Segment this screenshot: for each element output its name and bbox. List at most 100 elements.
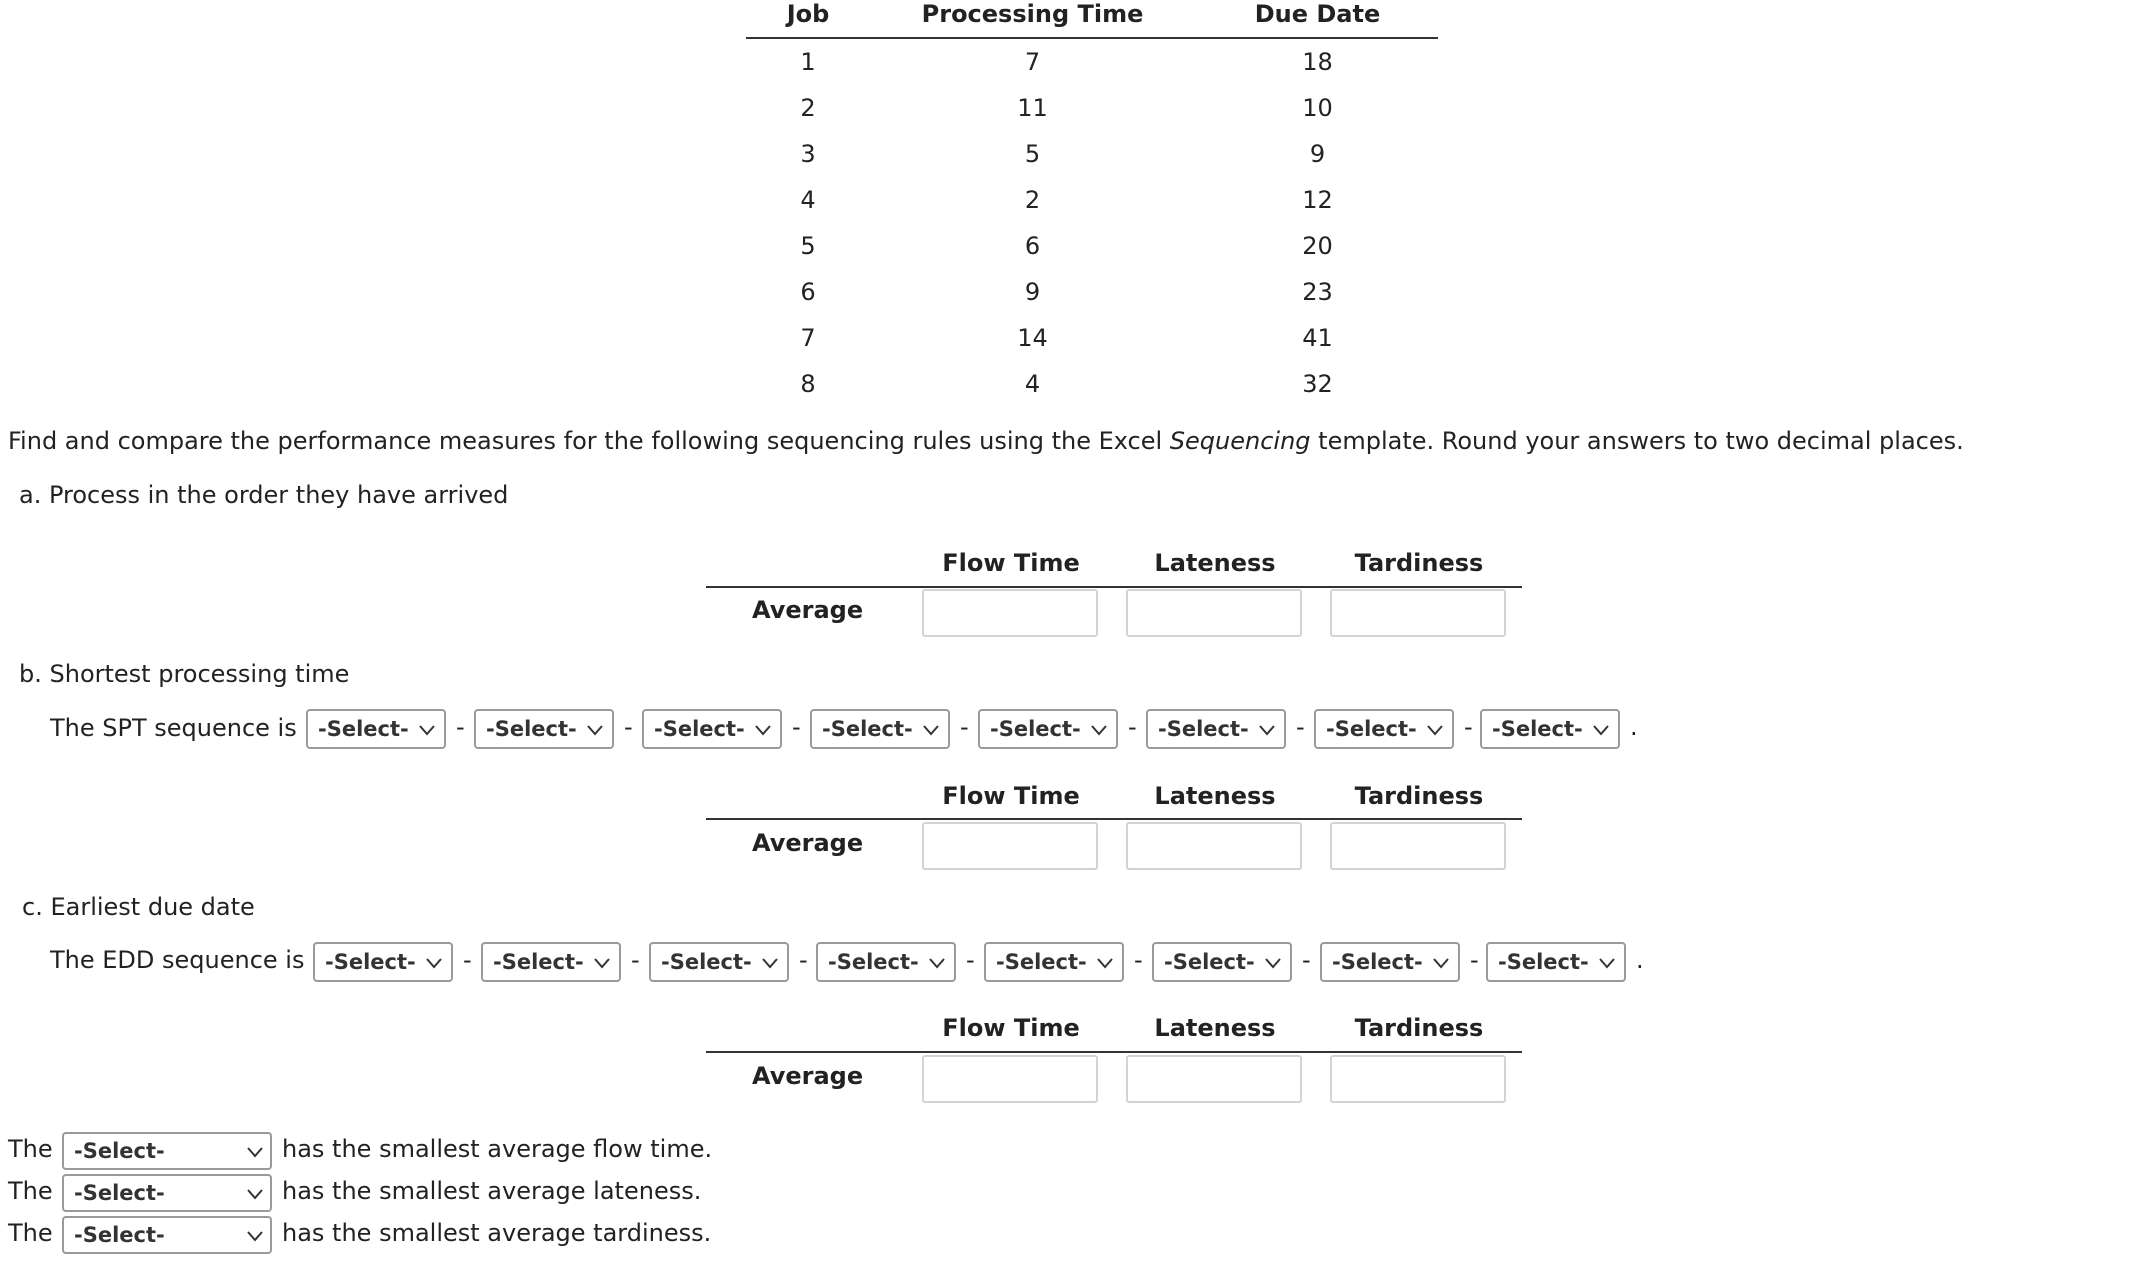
instructions-italic: Sequencing xyxy=(1169,427,1311,455)
chevron-down-icon xyxy=(1432,950,1450,974)
select-value: -Select- xyxy=(990,717,1081,741)
job-number-cell: 3 xyxy=(800,140,816,168)
sequence-end-period: . xyxy=(1630,713,1638,741)
edd-position-1-select[interactable]: -Select- xyxy=(313,942,453,982)
edd-position-5-select[interactable]: -Select- xyxy=(984,942,1124,982)
flow-time-header: Flow Time xyxy=(942,1014,1080,1042)
select-value: -Select- xyxy=(661,950,752,974)
chevron-down-icon xyxy=(593,950,611,974)
average-label: Average xyxy=(752,829,864,857)
select-value: -Select- xyxy=(822,717,913,741)
edd-position-4-select[interactable]: -Select- xyxy=(816,942,956,982)
part-a-lateness-input[interactable] xyxy=(1126,589,1302,637)
sequence-separator: - xyxy=(624,713,633,741)
select-value: -Select- xyxy=(1326,717,1417,741)
chevron-down-icon xyxy=(1426,717,1444,741)
job-number-cell: 5 xyxy=(800,232,816,260)
due-date-cell: 41 xyxy=(1302,324,1333,352)
smallest-flow-time-select[interactable]: -Select- xyxy=(62,1132,272,1170)
processing-time-cell: 4 xyxy=(1024,370,1041,398)
chevron-down-icon xyxy=(1598,950,1616,974)
chevron-down-icon xyxy=(246,1181,264,1205)
edd-position-7-select[interactable]: -Select- xyxy=(1320,942,1460,982)
part-c-flow-time-input[interactable] xyxy=(922,1055,1098,1103)
sequence-separator: - xyxy=(1464,713,1473,741)
chevron-down-icon xyxy=(1592,717,1610,741)
select-value: -Select- xyxy=(1492,717,1583,741)
lateness-header: Lateness xyxy=(1154,1014,1276,1042)
spt-position-4-select[interactable]: -Select- xyxy=(810,709,950,749)
job-number-cell: 7 xyxy=(800,324,816,352)
spt-sequence-label: The SPT sequence is xyxy=(50,714,297,742)
processing-time-cell: 11 xyxy=(1017,94,1048,122)
part-c-label: c. Earliest due date xyxy=(22,893,255,921)
select-value: -Select- xyxy=(828,950,919,974)
part-a-label: a. Process in the order they have arrive… xyxy=(19,481,509,509)
chevron-down-icon xyxy=(418,717,436,741)
tardiness-statement: has the smallest average tardiness. xyxy=(282,1219,712,1247)
measures-rule xyxy=(706,818,1522,820)
spt-position-1-select[interactable]: -Select- xyxy=(306,709,446,749)
edd-position-6-select[interactable]: -Select- xyxy=(1152,942,1292,982)
spt-position-3-select[interactable]: -Select- xyxy=(642,709,782,749)
lateness-header: Lateness xyxy=(1154,782,1276,810)
instructions: Find and compare the performance measure… xyxy=(8,427,1964,455)
tardiness-header: Tardiness xyxy=(1354,782,1484,810)
select-value: -Select- xyxy=(1498,950,1589,974)
lateness-statement: has the smallest average lateness. xyxy=(282,1177,702,1205)
spt-position-5-select[interactable]: -Select- xyxy=(978,709,1118,749)
select-value: -Select- xyxy=(1332,950,1423,974)
sequence-separator: - xyxy=(1296,713,1305,741)
chevron-down-icon xyxy=(761,950,779,974)
part-a-tardiness-input[interactable] xyxy=(1330,589,1506,637)
smallest-tardiness-select[interactable]: -Select- xyxy=(62,1216,272,1254)
spt-position-6-select[interactable]: -Select- xyxy=(1146,709,1286,749)
select-value: -Select- xyxy=(996,950,1087,974)
due-date-cell: 20 xyxy=(1302,232,1333,260)
instructions-text-2: template. Round your answers to two deci… xyxy=(1310,427,1964,455)
due-date-cell: 9 xyxy=(1309,140,1326,168)
chevron-down-icon xyxy=(1096,950,1114,974)
edd-position-2-select[interactable]: -Select- xyxy=(481,942,621,982)
spt-position-2-select[interactable]: -Select- xyxy=(474,709,614,749)
chevron-down-icon xyxy=(1264,950,1282,974)
chevron-down-icon xyxy=(425,950,443,974)
part-a-flow-time-input[interactable] xyxy=(922,589,1098,637)
part-b-lateness-input[interactable] xyxy=(1126,822,1302,870)
edd-position-3-select[interactable]: -Select- xyxy=(649,942,789,982)
flow-time-header: Flow Time xyxy=(942,782,1080,810)
measures-rule xyxy=(706,586,1522,588)
flow-time-header: Flow Time xyxy=(942,549,1080,577)
sequence-separator: - xyxy=(631,946,640,974)
spt-position-7-select[interactable]: -Select- xyxy=(1314,709,1454,749)
part-b-tardiness-input[interactable] xyxy=(1330,822,1506,870)
chevron-down-icon xyxy=(1090,717,1108,741)
sequence-separator: - xyxy=(463,946,472,974)
job-number-cell: 2 xyxy=(800,94,816,122)
edd-position-8-select[interactable]: -Select- xyxy=(1486,942,1626,982)
processing-time-cell: 5 xyxy=(1024,140,1041,168)
sequence-separator: - xyxy=(1134,946,1143,974)
smallest-lateness-select[interactable]: -Select- xyxy=(62,1174,272,1212)
part-b-label: b. Shortest processing time xyxy=(19,660,350,688)
processing-time-cell: 9 xyxy=(1024,278,1041,306)
sequence-separator: - xyxy=(1470,946,1479,974)
processing-time-cell: 14 xyxy=(1017,324,1048,352)
part-c-tardiness-input[interactable] xyxy=(1330,1055,1506,1103)
select-value: -Select- xyxy=(654,717,745,741)
select-value: -Select- xyxy=(486,717,577,741)
edd-sequence-label: The EDD sequence is xyxy=(50,946,305,974)
job-number-cell: 4 xyxy=(800,186,816,214)
select-value: -Select- xyxy=(318,717,409,741)
due-date-cell: 23 xyxy=(1302,278,1333,306)
part-b-flow-time-input[interactable] xyxy=(922,822,1098,870)
select-value: -Select- xyxy=(1158,717,1249,741)
spt-position-8-select[interactable]: -Select- xyxy=(1480,709,1620,749)
col-header-processing-time: Processing Time xyxy=(921,0,1144,28)
chevron-down-icon xyxy=(922,717,940,741)
chevron-down-icon xyxy=(586,717,604,741)
chevron-down-icon xyxy=(928,950,946,974)
due-date-cell: 12 xyxy=(1302,186,1333,214)
sequence-end-period: . xyxy=(1636,946,1644,974)
part-c-lateness-input[interactable] xyxy=(1126,1055,1302,1103)
